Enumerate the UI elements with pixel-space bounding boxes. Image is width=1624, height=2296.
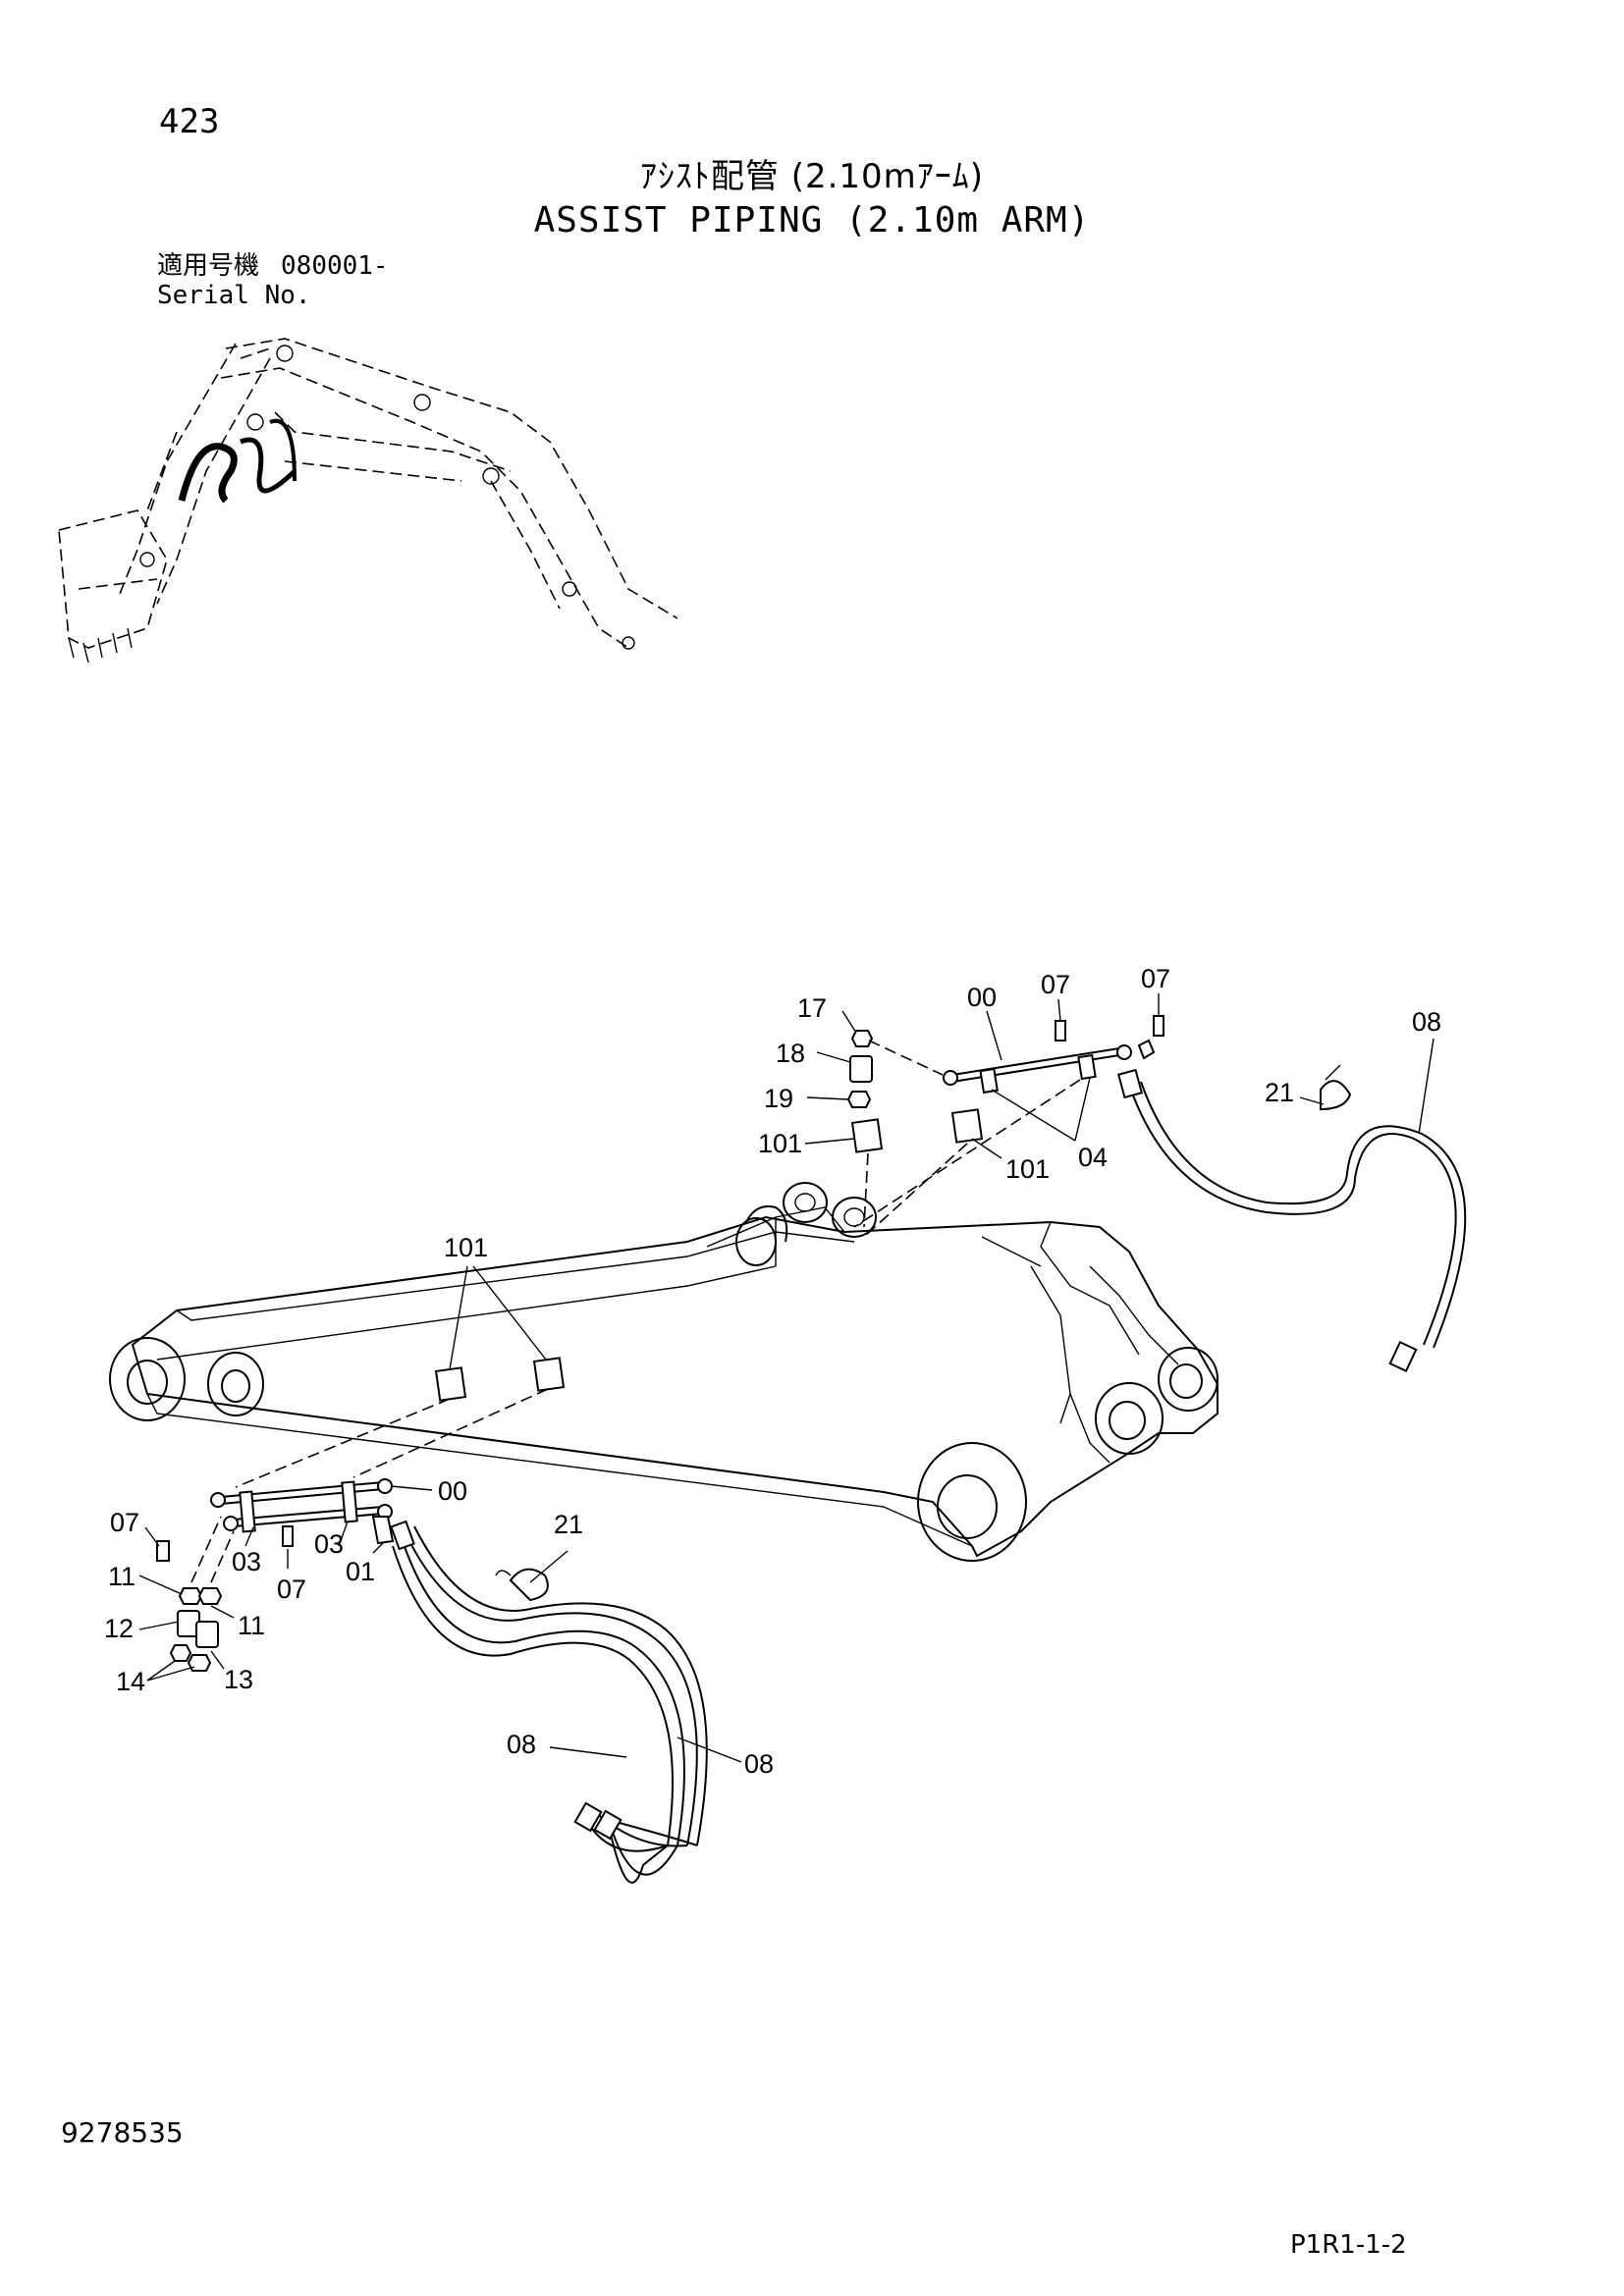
serial-value: 080001- [281,251,389,281]
callout-19: 19 [764,1084,793,1113]
top-hose [1116,1064,1467,1373]
serial-label-en: Serial No. [157,281,311,310]
callouts: 17 18 19 00 07 07 08 21 101 101 04 101 0… [104,964,1441,1779]
callout-08-bottom-right: 08 [744,1749,774,1779]
title-japanese: ｱｼｽﾄ配管 (2.10mｱｰﾑ) [639,157,985,196]
callout-21-bottom: 21 [554,1510,583,1539]
callout-03-b: 03 [314,1529,344,1559]
callout-03-a: 03 [232,1547,261,1576]
serial-label-ja: 適用号機 [157,251,260,281]
overview-sketch [58,338,678,664]
document-number: 9278535 [61,2116,184,2149]
arm-body [109,1182,1218,1562]
page-code: P1R1-1-2 [1290,2230,1407,2260]
callout-11-a: 11 [108,1562,135,1591]
callout-08-top: 08 [1412,1007,1441,1037]
top-pipe-assembly [846,1015,1164,1238]
callout-11-b: 11 [238,1611,265,1640]
callout-04: 04 [1078,1143,1108,1172]
callout-01: 01 [346,1557,375,1586]
callout-00-bottom: 00 [438,1476,467,1506]
callout-07-top-b: 07 [1141,964,1170,993]
callout-18: 18 [776,1039,805,1068]
callout-07-left: 07 [110,1508,139,1537]
callout-00-top: 00 [967,983,997,1012]
title-english: ASSIST PIPING (2.10m ARM) [533,200,1091,240]
callout-08-bottom-left: 08 [507,1730,536,1759]
callout-17: 17 [797,993,827,1023]
callout-07-bottom: 07 [277,1575,306,1604]
callout-21-top: 21 [1265,1078,1294,1107]
serial-block: 適用号機 080001- Serial No. [157,251,389,310]
callout-13: 13 [224,1665,253,1694]
callout-101-top-left: 101 [758,1129,802,1158]
callout-101-top-right: 101 [1005,1154,1050,1184]
bottom-pipe-assembly [156,1478,395,1672]
page-number: 423 [159,102,220,141]
middle-clamps [235,1357,566,1488]
callout-14: 14 [116,1667,145,1696]
callout-07-top-a: 07 [1041,970,1070,999]
callout-101-mid: 101 [444,1233,488,1262]
callout-12: 12 [104,1614,134,1643]
bottom-hoses [390,1520,708,1884]
